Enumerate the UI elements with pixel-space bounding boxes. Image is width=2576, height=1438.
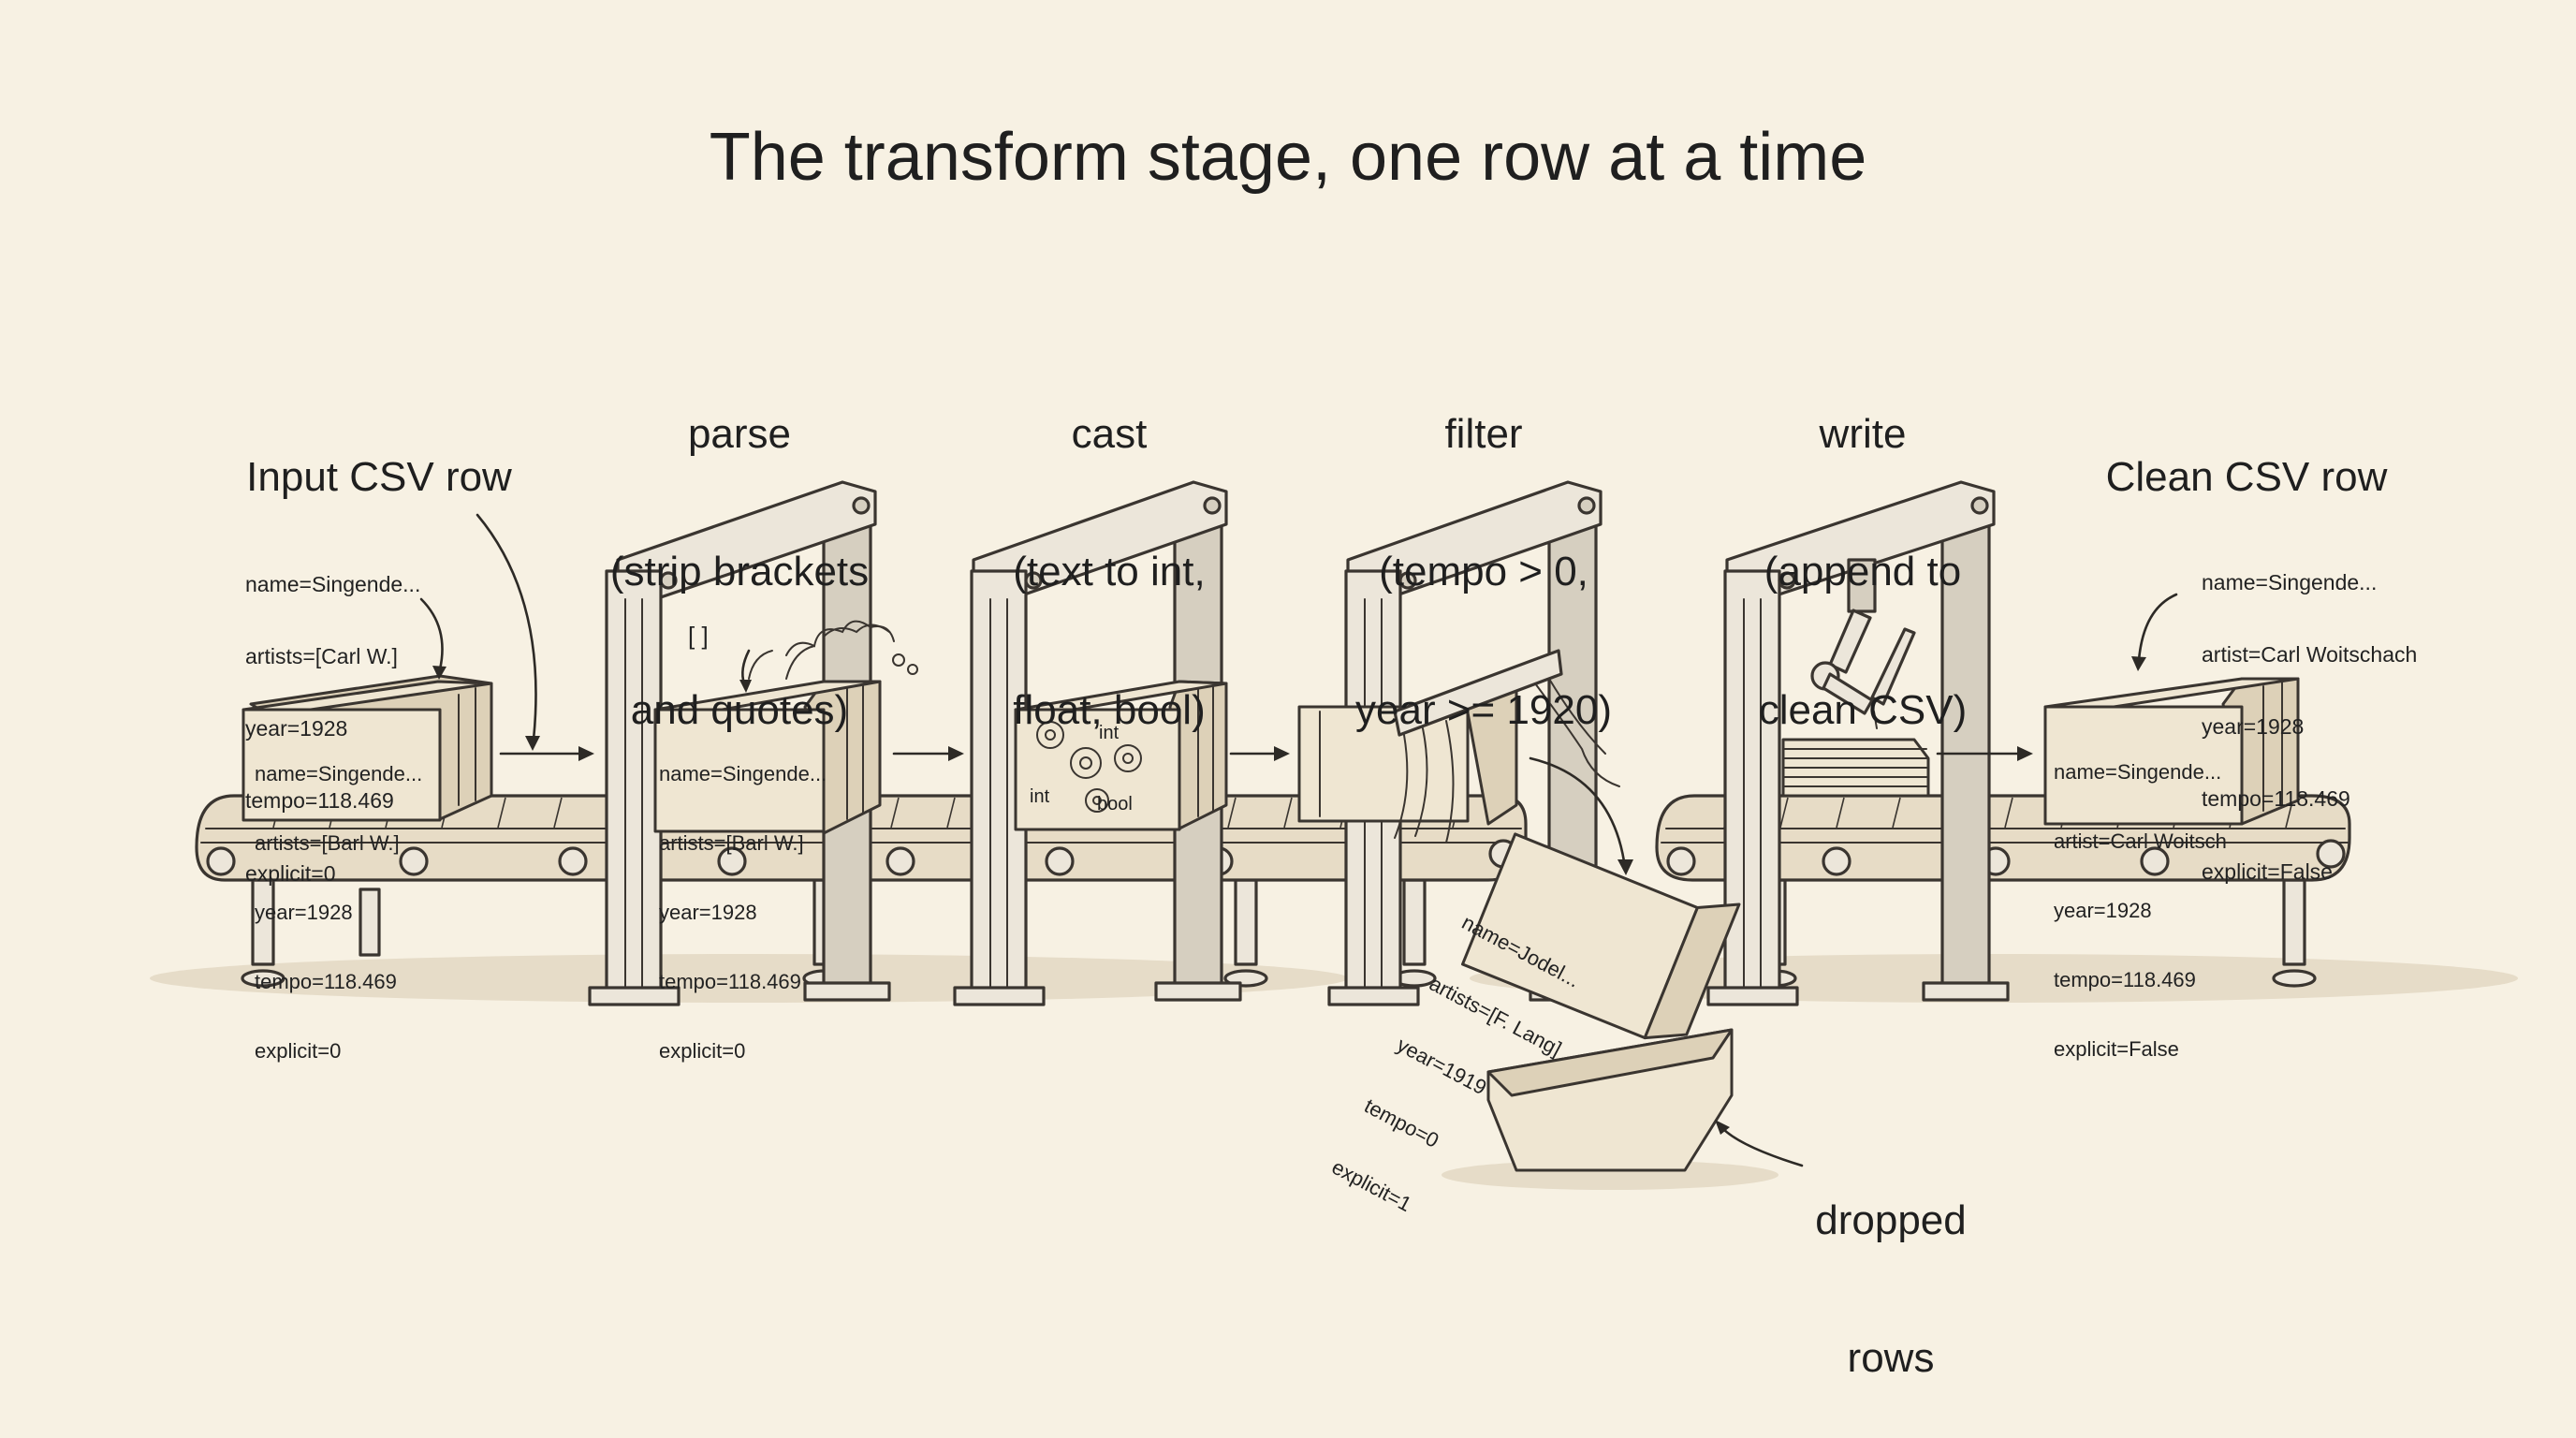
- stage-label-cast: cast (text to int, float, bool): [973, 318, 1245, 780]
- stage-label-parse: parse (strip brackets and quotes): [580, 318, 899, 780]
- output-crate-label: name=Singende... artist=Carl Woitsch yea…: [2054, 715, 2227, 1084]
- cast-token-int: int: [1030, 786, 1049, 807]
- conveyor-leg: [1236, 880, 1256, 964]
- cast-token-int: int: [1099, 723, 1119, 743]
- stage-label-write: write (append to clean CSV): [1732, 318, 1994, 780]
- cast-token-bool: bool: [1097, 794, 1133, 814]
- input-crate-label: name=Singende... artists=[Barl W.] year=…: [255, 717, 422, 1086]
- output-fields: name=Singende... artist=Carl Woitschach …: [2202, 522, 2417, 908]
- input-heading: Input CSV row: [243, 454, 515, 500]
- stage-label-filter: filter (tempo > 0, year >= 1920): [1339, 318, 1629, 780]
- dropped-rows-label: dropped rows: [1797, 1105, 1984, 1428]
- parse-crate-label: name=Singende... artists=[Barl W.] year=…: [659, 717, 827, 1086]
- diagram-title: The transform stage, one row at a time: [0, 120, 2576, 196]
- conveyor-leg: [1404, 880, 1425, 964]
- output-heading: Clean CSV row: [2097, 454, 2396, 500]
- bracket-glyph: [ ]: [688, 623, 709, 650]
